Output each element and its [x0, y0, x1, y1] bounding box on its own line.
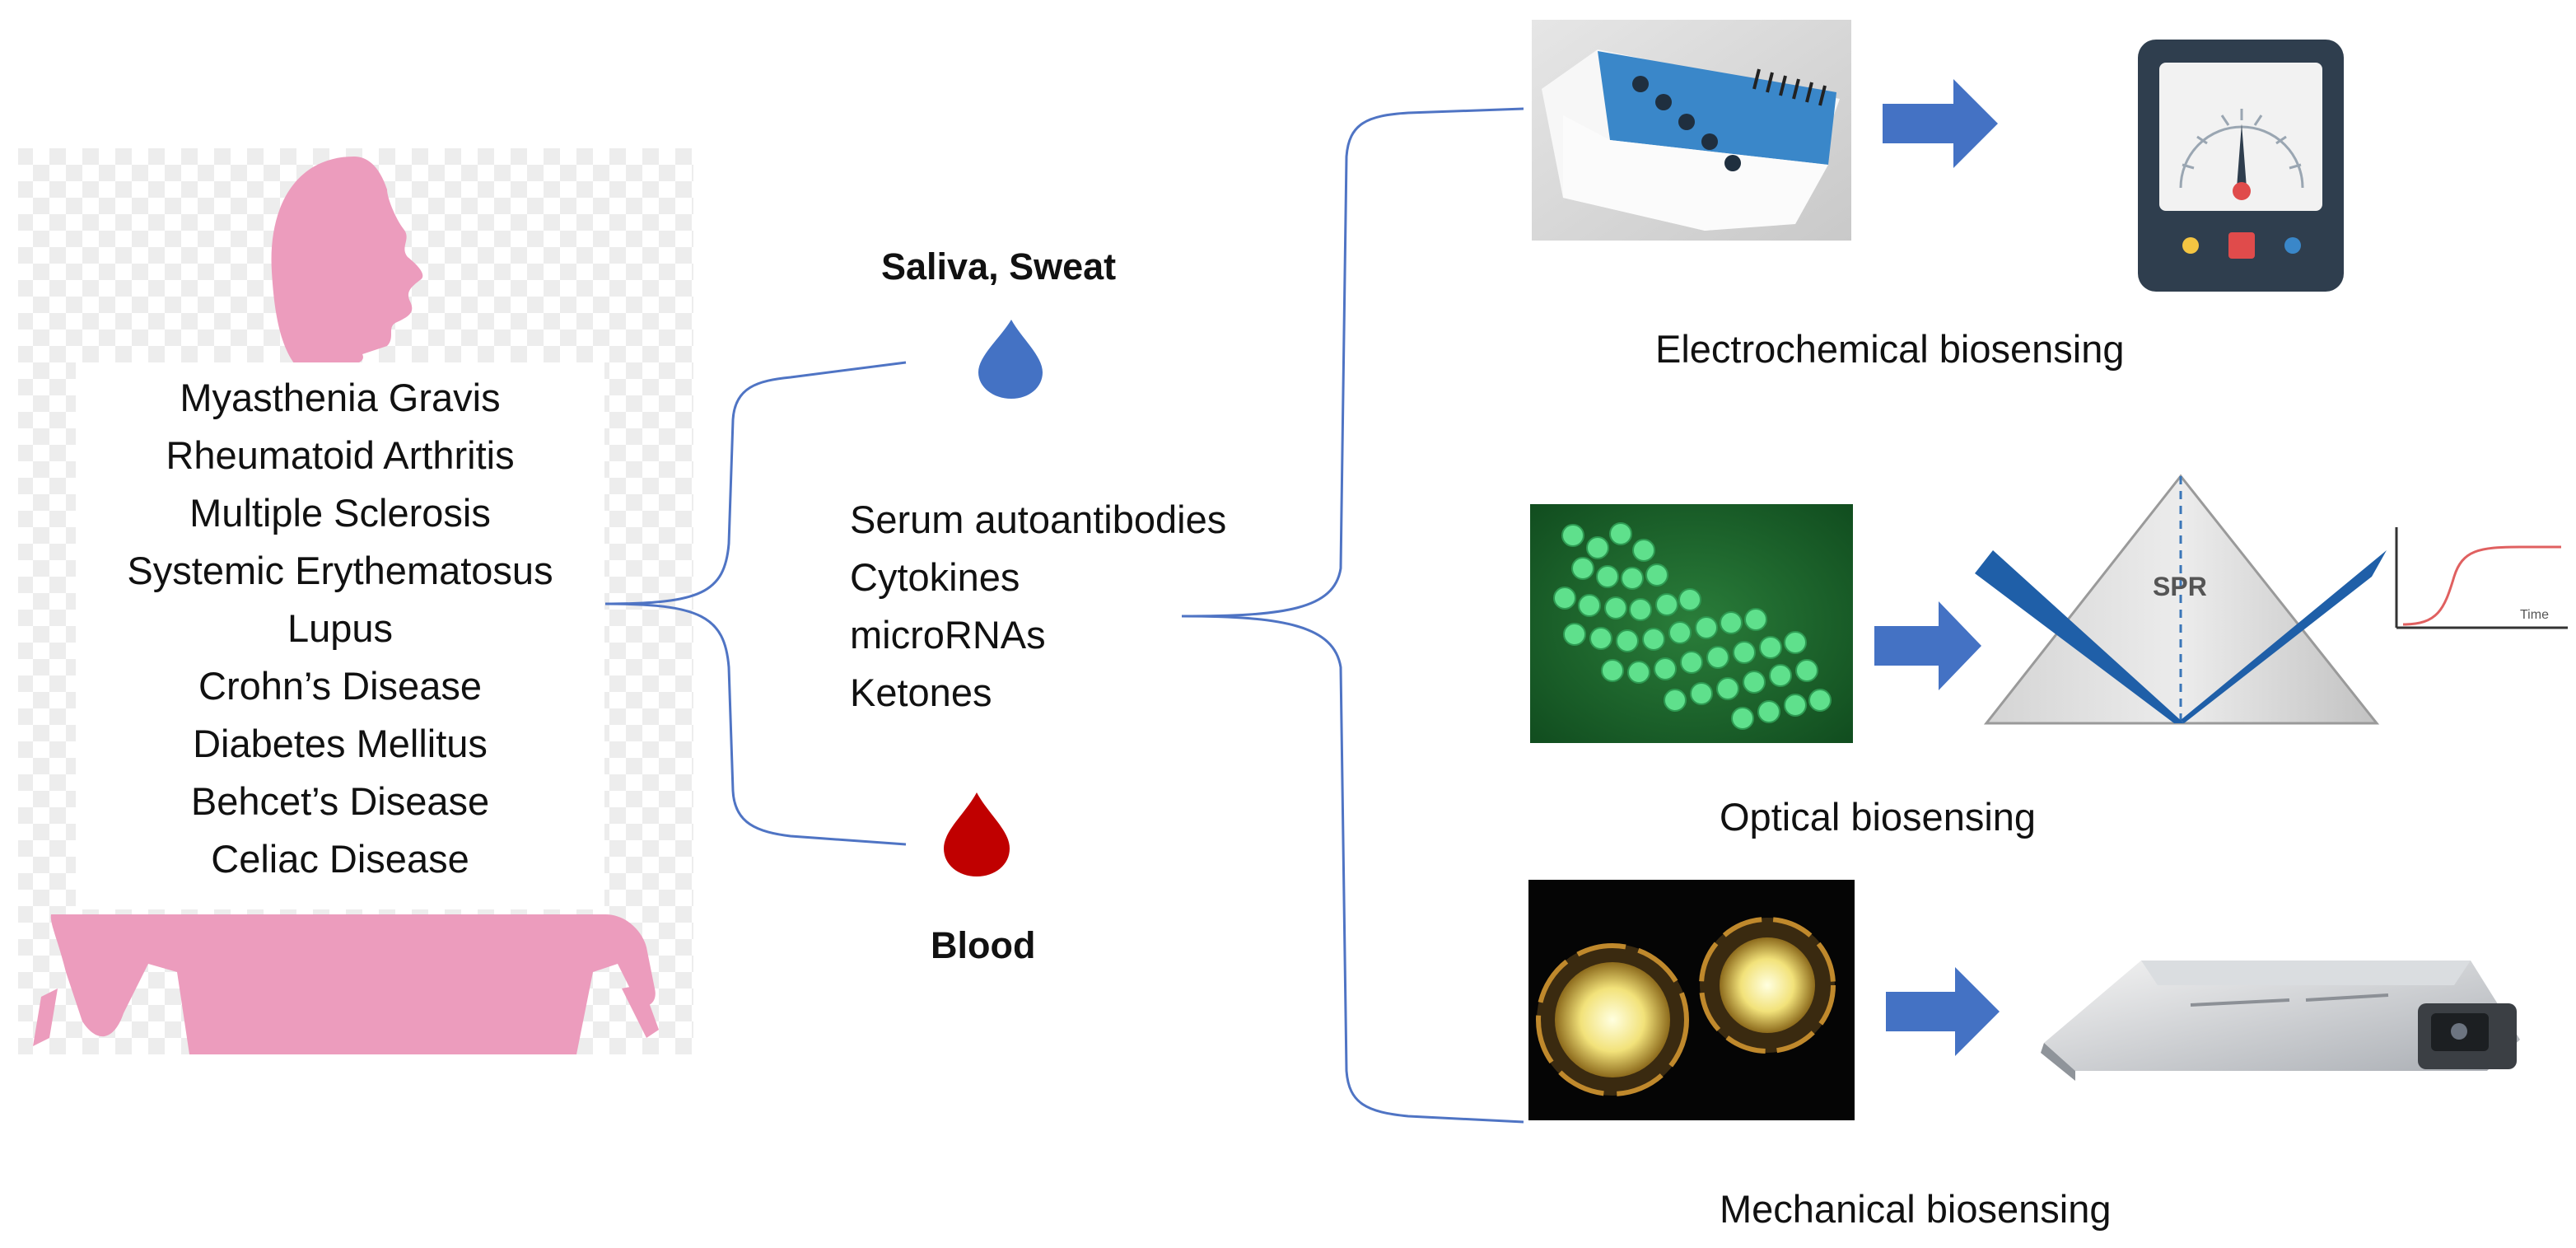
disease-list: Myasthenia Gravis Rheumatoid Arthritis M…	[76, 369, 604, 888]
optical-caption: Optical biosensing	[1720, 795, 2037, 839]
sensor-chip-icon	[1532, 20, 1851, 241]
list-item: Rheumatoid Arthritis	[166, 433, 515, 477]
disease-connector	[604, 361, 907, 605]
biomarker-connector-lower	[1181, 615, 1524, 1124]
list-item: Ketones	[850, 671, 992, 714]
list-item: Serum autoantibodies	[850, 498, 1227, 541]
graph-icon	[2395, 527, 2568, 629]
biomarker-list: Serum autoantibodies Cytokines microRNAs…	[850, 491, 1226, 722]
biomarker-connector	[1181, 107, 1524, 618]
list-item: Behcet’s Disease	[190, 779, 490, 823]
meter-icon	[2138, 40, 2344, 292]
list-item: Celiac Disease	[211, 837, 469, 881]
disease-connector-lower	[604, 602, 907, 846]
list-item: Myasthenia Gravis	[180, 376, 501, 419]
graph-axis-label: Time	[2520, 608, 2549, 622]
water-drop-icon	[978, 320, 1043, 399]
arrow-right-icon	[1886, 967, 2000, 1056]
electrochemical-caption: Electrochemical biosensing	[1655, 327, 2125, 371]
list-item: Diabetes Mellitus	[193, 722, 488, 765]
arrow-right-icon	[1883, 79, 1998, 168]
arrow-right-icon	[1874, 601, 1981, 690]
prism-icon	[1975, 474, 2387, 725]
list-item: Crohn’s Disease	[198, 664, 482, 708]
list-item: Cytokines	[850, 555, 1020, 599]
list-item: Systemic Erythematosus	[127, 549, 553, 592]
blood-drop-icon	[944, 792, 1010, 876]
device-icon	[2041, 961, 2520, 1081]
blood-label: Blood	[931, 924, 1036, 966]
saliva-sweat-label: Saliva, Sweat	[881, 245, 1117, 287]
disease-list-box	[76, 362, 604, 909]
list-item: microRNAs	[850, 613, 1046, 657]
list-item: Multiple Sclerosis	[189, 491, 491, 535]
mechanical-caption: Mechanical biosensing	[1720, 1187, 2112, 1231]
electrode-image	[1528, 880, 1855, 1120]
spr-label: SPR	[2153, 572, 2207, 601]
list-item: Lupus	[287, 606, 394, 650]
nanoparticle-image	[1530, 504, 1853, 743]
